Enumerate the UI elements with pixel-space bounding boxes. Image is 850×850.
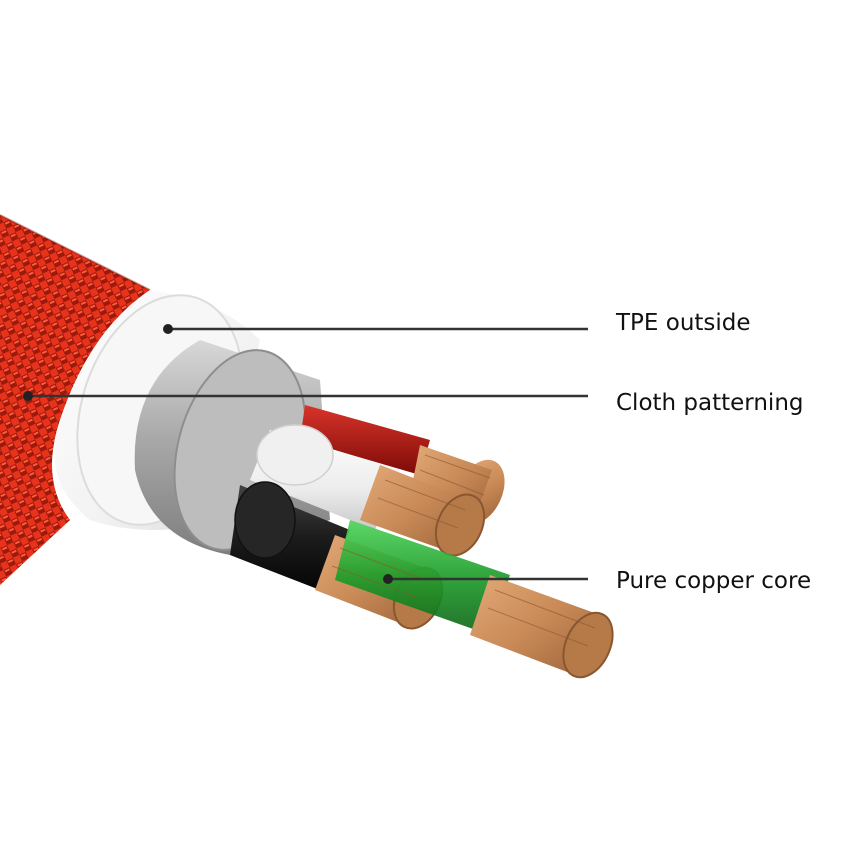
callout-pure-copper-core: Pure copper core <box>616 568 812 594</box>
leader-lines <box>28 327 588 581</box>
white-wire <box>250 424 486 557</box>
leader-dot-copper <box>383 574 393 584</box>
copper-strands <box>331 454 596 647</box>
green-wire <box>335 520 614 679</box>
leader-dots <box>23 324 393 584</box>
braided-jacket <box>0 214 151 585</box>
leader-dot-tpe <box>163 324 173 334</box>
leader-dot-cloth <box>23 391 33 401</box>
callout-cloth-patterning: Cloth patterning <box>616 390 804 416</box>
callout-tpe-outside: TPE outside <box>616 310 751 336</box>
